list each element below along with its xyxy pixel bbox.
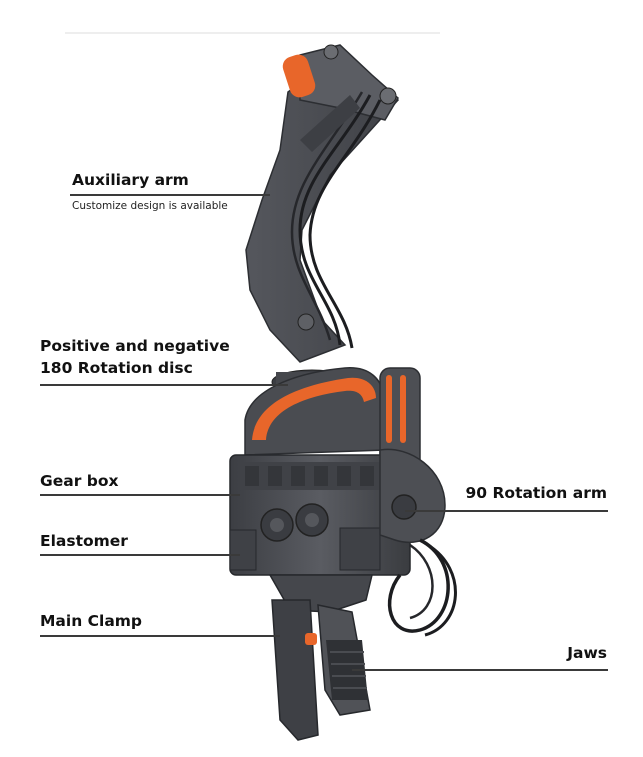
leader-line-gear-box bbox=[40, 494, 240, 496]
callout-rotation-arm: 90 Rotation arm bbox=[465, 484, 607, 502]
callout-rotation-disc-line2: 180 Rotation disc bbox=[40, 359, 193, 377]
auxiliary-arm bbox=[245, 44, 400, 363]
orange-stripe bbox=[400, 375, 406, 443]
orange-hood-panel bbox=[252, 377, 376, 440]
arm-cylinder bbox=[282, 54, 316, 98]
callout-auxiliary-arm-title: Auxiliary arm bbox=[72, 171, 189, 189]
leader-line-elastomer bbox=[40, 554, 240, 556]
leader-line-rotation-arm bbox=[405, 510, 608, 512]
leader-line-main-clamp bbox=[40, 635, 280, 637]
callout-gear-box: Gear box bbox=[40, 472, 119, 490]
leader-line-rotation-disc bbox=[40, 384, 288, 386]
main-clamp bbox=[268, 574, 373, 741]
rotation-arm-90 bbox=[379, 448, 457, 637]
callout-main-clamp: Main Clamp bbox=[40, 612, 143, 630]
callout-auxiliary-arm-note: Customize design is available bbox=[72, 200, 228, 212]
clamp-orange-badge bbox=[305, 633, 317, 645]
orange-stripe bbox=[386, 375, 392, 443]
leader-line-auxiliary-arm bbox=[70, 194, 270, 196]
callout-elastomer: Elastomer bbox=[40, 532, 128, 550]
leader-line-jaws bbox=[352, 669, 608, 671]
callout-rotation-disc-line1: Positive and negative bbox=[40, 337, 230, 355]
callout-jaws: Jaws bbox=[567, 644, 607, 662]
